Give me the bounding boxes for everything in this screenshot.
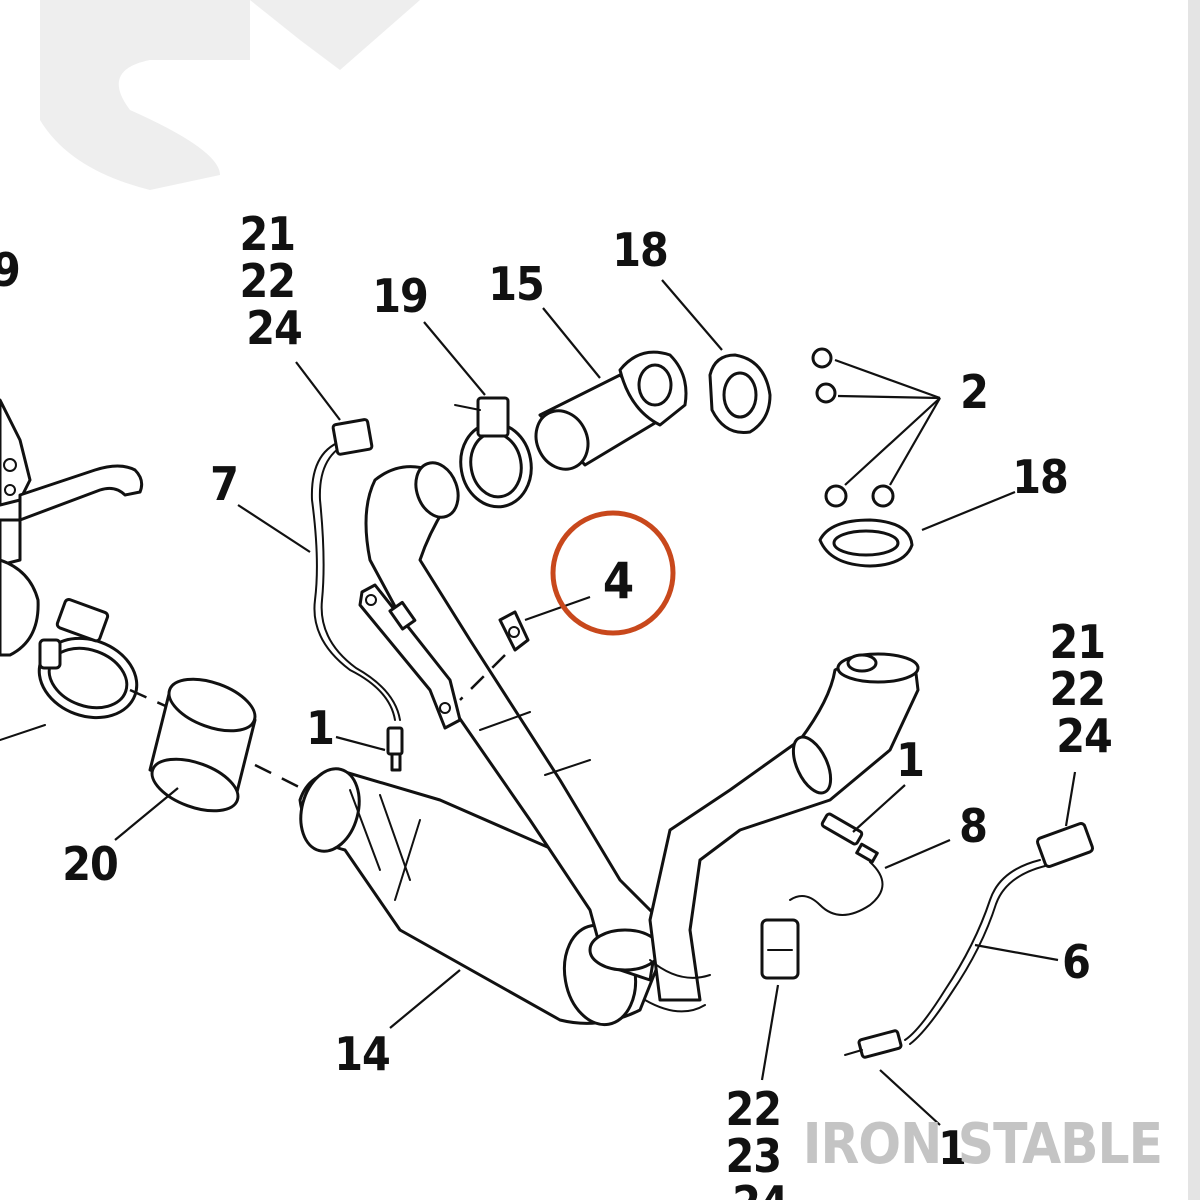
leader-lines [114, 279, 1077, 1126]
callout-8: 8 [959, 799, 987, 853]
mount-bracket [358, 583, 462, 730]
callout-9-partial: 9 [0, 243, 20, 297]
callout-14: 14 [334, 1027, 390, 1081]
callout-1-left: 1 [306, 701, 334, 755]
exhaust-clamp-left [37, 598, 171, 720]
callout-18-mid: 18 [1012, 450, 1068, 504]
highlight-circle-4 [550, 510, 676, 636]
left-muffler-partial [0, 558, 46, 741]
callout-4: 4 [603, 552, 633, 610]
callout-20: 20 [62, 837, 118, 891]
callout-1-bottom: 1 [938, 1121, 966, 1175]
left-bracket-partial [0, 398, 144, 567]
watermark-iron-stable: IRON STABLE [803, 1112, 1162, 1177]
gasket-18-mid [818, 518, 914, 568]
callout-21-right: 21 22 24 [1050, 615, 1119, 763]
callout-22-bottom: 22 23 24 [726, 1082, 795, 1200]
clamp-19 [454, 396, 533, 509]
o2-sensor-wire-7 [310, 418, 404, 772]
callout-21-top: 21 22 24 [240, 207, 309, 355]
o2-sensor-wire-8 [760, 812, 884, 980]
callout-15: 15 [488, 257, 544, 311]
sleeve-20 [148, 677, 306, 813]
nut-4 [459, 610, 530, 701]
callout-6: 6 [1062, 935, 1090, 989]
front-header-pipe [644, 652, 920, 1013]
callout-18-top: 18 [612, 223, 668, 277]
callout-1-right: 1 [896, 733, 924, 787]
background-watermark [40, 0, 420, 190]
callout-7: 7 [210, 457, 238, 511]
rear-header-pipe [364, 461, 662, 982]
right-edge-strip [1188, 0, 1200, 1200]
gasket-18-top [708, 353, 772, 435]
callout-labels: 21 22 24 19 15 18 2 18 7 4 1 20 21 22 24… [0, 207, 1119, 1204]
callout-19: 19 [372, 269, 428, 323]
flange-pipe-15 [534, 350, 688, 471]
nuts-2 [811, 347, 895, 508]
callout-2: 2 [960, 365, 988, 419]
o2-sensor-wire-6 [844, 821, 1094, 1059]
muffler-body-14 [298, 767, 662, 1027]
